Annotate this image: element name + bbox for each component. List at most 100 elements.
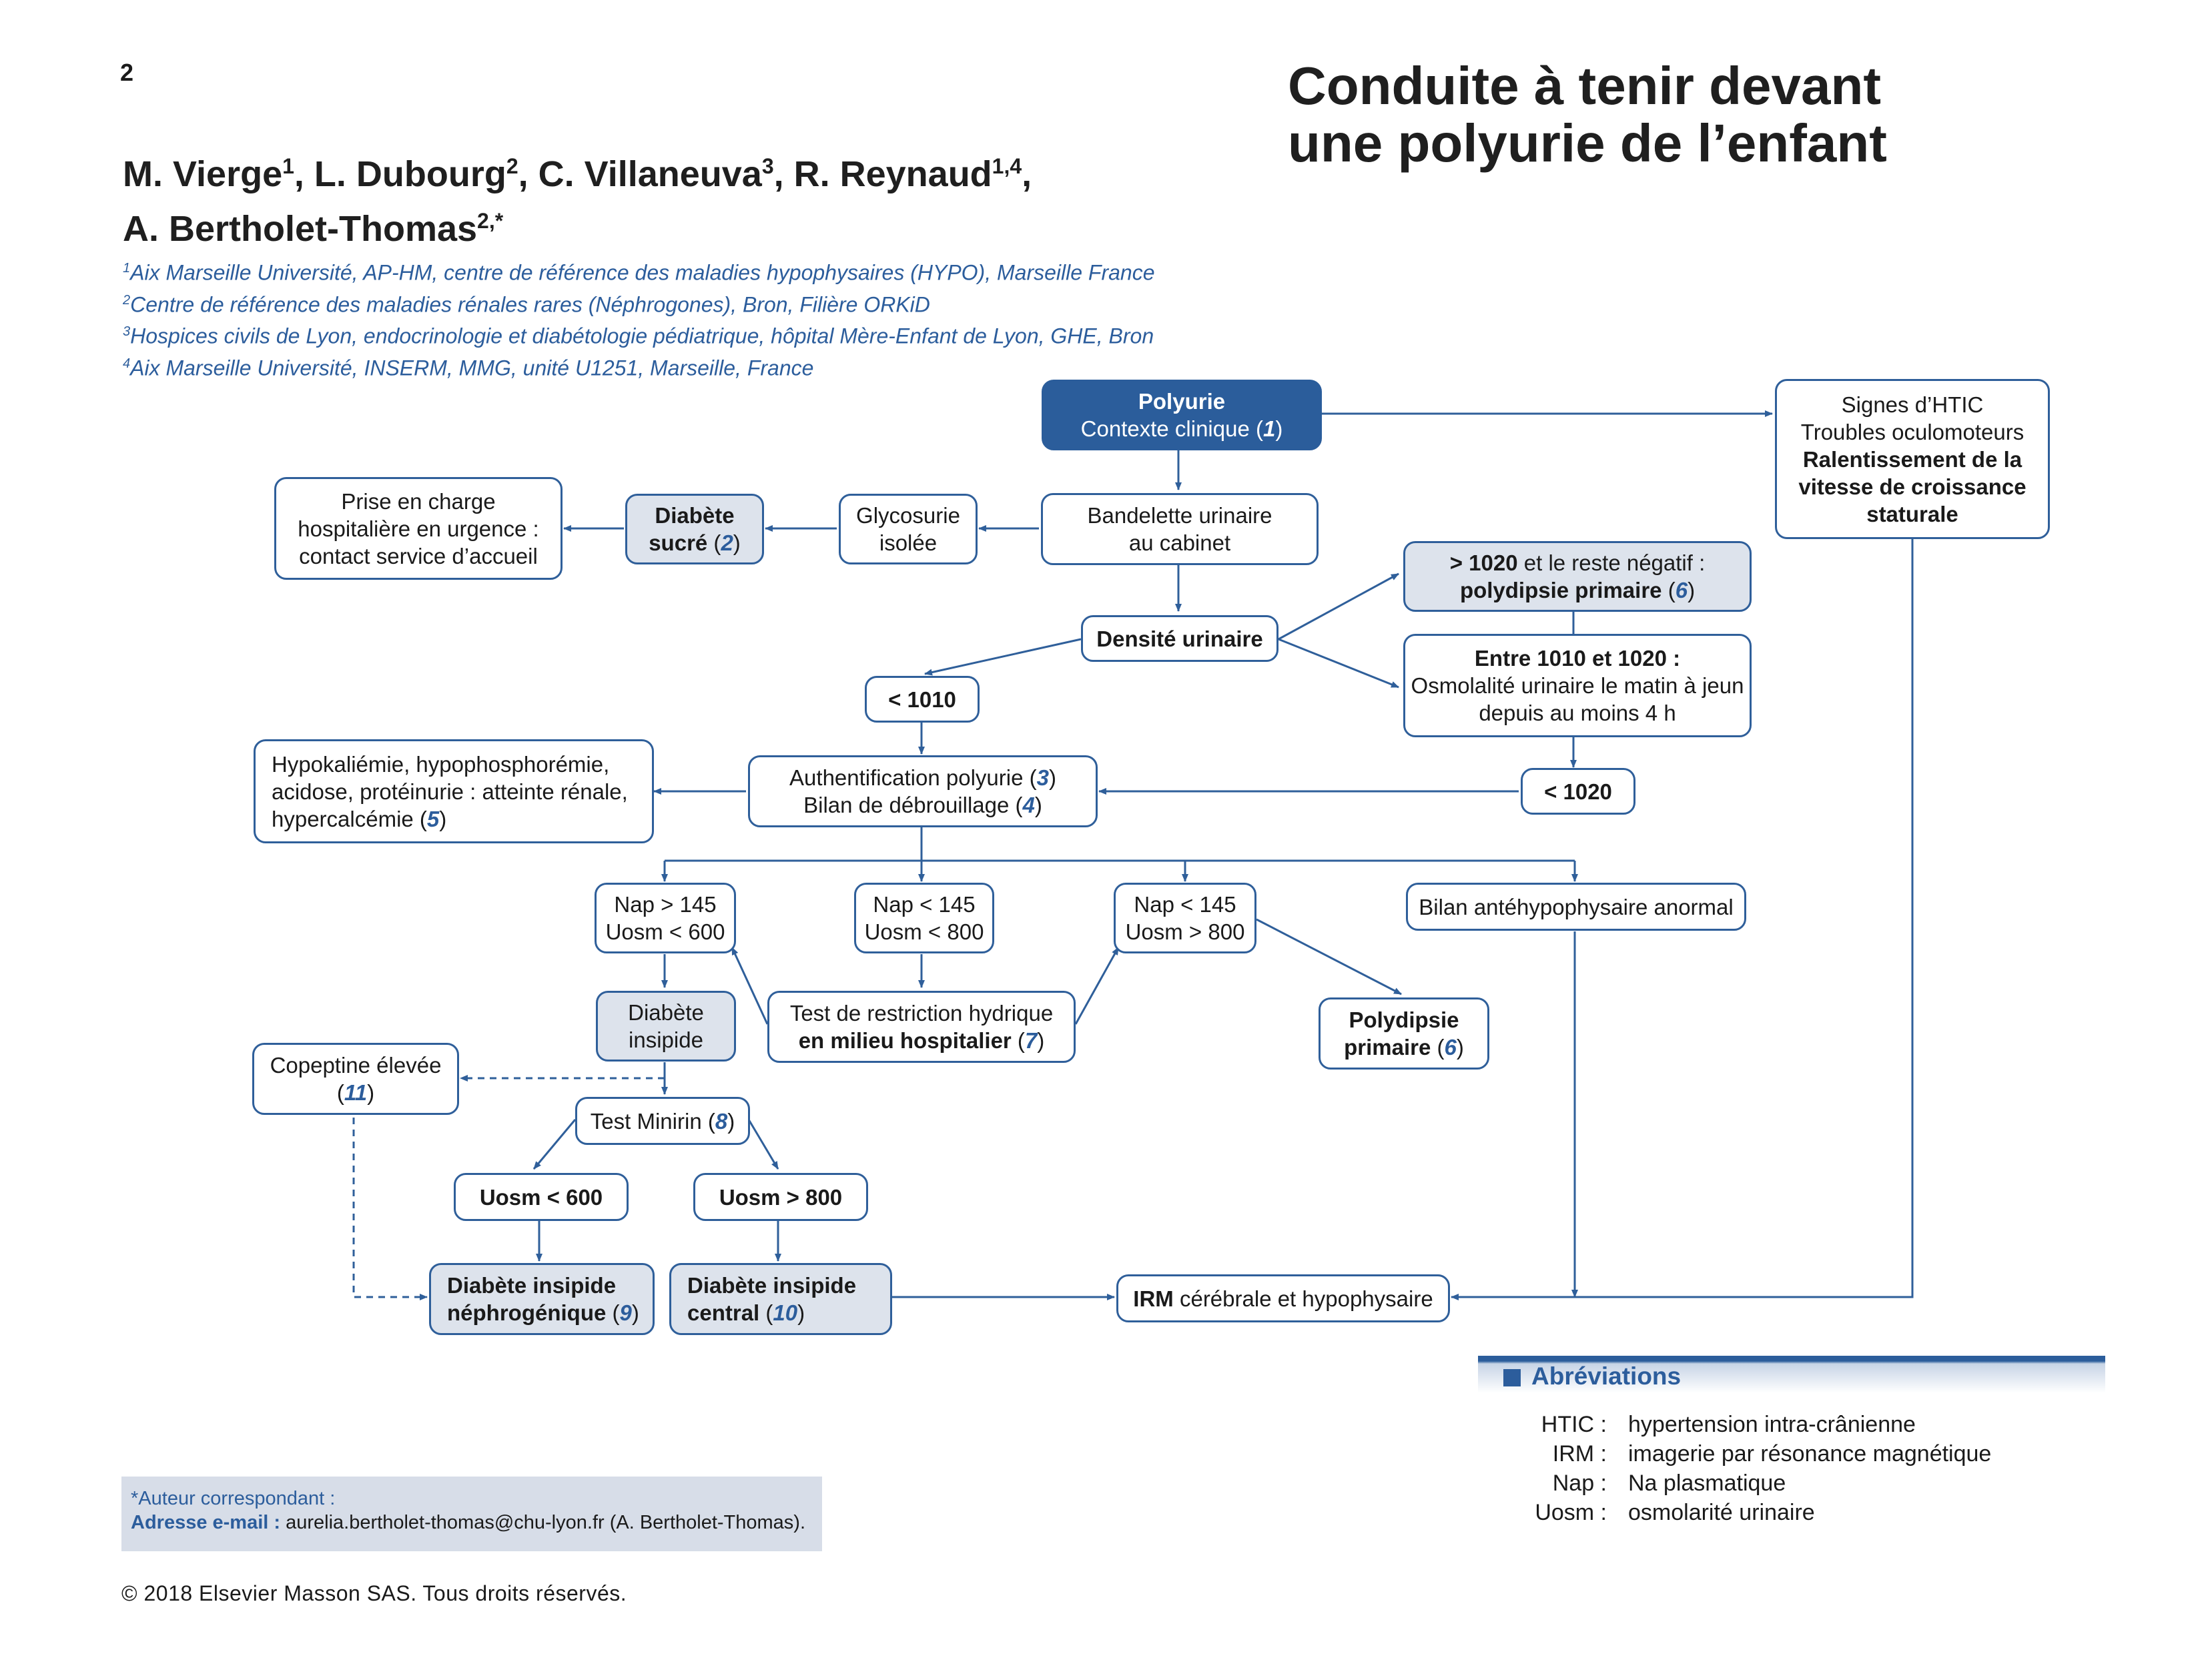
- abbreviation-key: HTIC :: [1541, 1412, 1607, 1437]
- ref-number: 1: [1262, 416, 1276, 441]
- abbreviation-row: IRM : imagerie par résonance magnétique: [1507, 1441, 1992, 1467]
- node-nap-gt145-uosm-lt600: Nap > 145 Uosm < 600: [595, 883, 736, 953]
- node-inf-1020: < 1020: [1521, 768, 1635, 815]
- prise-line3: contact service d’accueil: [299, 543, 538, 568]
- central-line2: central (10): [687, 1300, 805, 1325]
- title-line-1: Conduite à tenir devant: [1288, 56, 1881, 115]
- node-diabete-sucre: Diabète sucré (2): [625, 494, 764, 564]
- node-sup-1020: > 1020 et le reste négatif : polydipsie …: [1403, 541, 1752, 612]
- hypok-line1: Hypokaliémie, hypophosphorémie,: [272, 751, 610, 777]
- densite-label: Densité urinaire: [1096, 626, 1263, 651]
- author-3: , C. Villaneuva: [518, 154, 762, 194]
- ref-number: 9: [619, 1300, 632, 1325]
- diabete-sucre-line1: Diabète: [655, 503, 735, 528]
- affiliation-sup: 4: [123, 356, 131, 371]
- nap3-line1: Nap < 145: [1134, 892, 1236, 917]
- arrow-htic-irm: [1451, 539, 1914, 1300]
- node-prise-en-charge: Prise en charge hospitalière en urgence …: [274, 477, 563, 580]
- node-polyurie: Polyurie Contexte clinique (1): [1042, 380, 1322, 450]
- dashed-copeptine-nephro: [352, 1118, 428, 1300]
- copyright: © 2018 Elsevier Masson SAS. Tous droits …: [121, 1581, 627, 1605]
- node-inf-1010: < 1010: [865, 676, 980, 723]
- author-2: , L. Dubourg: [294, 154, 506, 194]
- di-line1: Diabète: [628, 1000, 704, 1025]
- email-label: Adresse e-mail :: [131, 1512, 281, 1533]
- affiliations: 1Aix Marseille Université, AP-HM, centre…: [123, 255, 1155, 382]
- email-address[interactable]: aurelia.bertholet-thomas@chu-lyon.fr (A.…: [280, 1512, 806, 1533]
- node-diabete-insipide: Diabète insipide: [596, 991, 736, 1062]
- arrow-test-nap1: [731, 947, 769, 1025]
- htic-line1: Signes d’HTIC: [1841, 392, 1984, 417]
- abbreviation-value: hypertension intra-crânienne: [1628, 1412, 1916, 1437]
- ref-number: 7: [1024, 1028, 1038, 1053]
- nap1-line1: Nap > 145: [614, 892, 717, 917]
- abbreviation-value: Na plasmatique: [1628, 1471, 1786, 1496]
- affiliation-sup: 1: [123, 261, 131, 276]
- entre-line1: Entre 1010 et 1020 :: [1474, 646, 1681, 671]
- auth-line2: Bilan de débrouillage (4): [803, 793, 1042, 817]
- ref-number: 8: [715, 1108, 728, 1134]
- inf1010-label: < 1010: [888, 687, 956, 712]
- node-entre-1010-1020: Entre 1010 et 1020 : Osmolalité urinaire…: [1403, 634, 1752, 737]
- node-irm: IRM cérébrale et hypophysaire: [1116, 1274, 1450, 1322]
- polyurie-title: Polyurie: [1138, 389, 1226, 414]
- arrow-minirin-uosm800: [747, 1119, 779, 1170]
- abbreviation-value: imagerie par résonance magnétique: [1628, 1441, 1992, 1467]
- di-line2: insipide: [629, 1027, 703, 1052]
- node-nap-lt145-uosm-lt800: Nap < 145 Uosm < 800: [854, 883, 994, 953]
- glycosurie-line1: Glycosurie: [856, 503, 960, 528]
- abbreviation-value: osmolarité urinaire: [1628, 1500, 1815, 1525]
- polydipsie-line1: Polydipsie: [1349, 1007, 1459, 1032]
- abbreviation-row: HTIC : hypertension intra-crânienne: [1507, 1412, 1916, 1438]
- minirin-label: Test Minirin (8): [590, 1108, 735, 1134]
- copeptine-line1: Copeptine élevée: [270, 1053, 442, 1078]
- affiliation-text: Aix Marseille Université, AP-HM, centre …: [130, 260, 1155, 285]
- affiliation-sup: 2: [123, 292, 131, 308]
- node-hypokaliemie: Hypokaliémie, hypophosphorémie, acidose,…: [254, 739, 654, 843]
- arrow-densite-inf1010: [924, 638, 1082, 676]
- prise-line1: Prise en charge: [341, 488, 496, 514]
- square-bullet-icon: [1503, 1369, 1521, 1386]
- irm-label: IRM cérébrale et hypophysaire: [1133, 1286, 1433, 1311]
- node-di-nephrogenique: Diabète insipide néphrogénique (9): [429, 1263, 655, 1335]
- node-htic: Signes d’HTIC Troubles oculomoteurs Rale…: [1775, 379, 2050, 539]
- sup1020-line2: polydipsie primaire (6): [1459, 578, 1696, 602]
- affiliation-2: 2Centre de référence des maladies rénale…: [123, 287, 1155, 319]
- affiliation-1: 1Aix Marseille Université, AP-HM, centre…: [123, 255, 1155, 287]
- ref-number: 4: [1022, 793, 1035, 817]
- test-line2: en milieu hospitalier (7): [798, 1028, 1045, 1053]
- title-line-2: une polyurie de l’enfant: [1288, 113, 1887, 173]
- node-glycosurie: Glycosurie isolée: [839, 494, 978, 564]
- ref-number: 6: [1675, 578, 1688, 602]
- node-bilan-antehypophysaire: Bilan antéhypophysaire anormal: [1406, 883, 1746, 931]
- hypok-line2: acidose, protéinurie : atteinte rénale,: [272, 779, 628, 804]
- affiliation-sup: 3: [123, 324, 131, 340]
- nap2-line2: Uosm < 800: [864, 919, 984, 944]
- affiliation-text: Aix Marseille Université, INSERM, MMG, u…: [130, 356, 814, 380]
- author-2-sup: 2: [506, 154, 518, 178]
- abbreviations-title: Abréviations: [1531, 1362, 1682, 1390]
- entre-line3: depuis au moins 4 h: [1479, 701, 1676, 725]
- test-line1: Test de restriction hydrique: [789, 1001, 1054, 1025]
- polyurie-subtitle: Contexte clinique (1): [1080, 416, 1283, 441]
- nap3-line2: Uosm > 800: [1125, 919, 1245, 944]
- node-bandelette: Bandelette urinaire au cabinet: [1041, 493, 1319, 565]
- central-line1: Diabète insipide: [687, 1273, 857, 1298]
- uosm800-label: Uosm > 800: [719, 1184, 843, 1210]
- glycosurie-line2: isolée: [879, 530, 938, 555]
- nephro-line1: Diabète insipide: [447, 1273, 617, 1298]
- author-4-comma: ,: [1022, 154, 1032, 194]
- affiliation-text: Centre de référence des maladies rénales…: [130, 292, 930, 317]
- arrow-nap3-polydipsie: [1256, 918, 1402, 995]
- node-copeptine: Copeptine élevée (11): [252, 1043, 459, 1115]
- node-test-minirin: Test Minirin (8): [575, 1097, 750, 1145]
- author-5: A. Bertholet-Thomas: [123, 209, 478, 249]
- entre-line2: Osmolalité urinaire le matin à jeun: [1411, 673, 1744, 698]
- htic-line5: staturale: [1866, 501, 1958, 526]
- page-number: 2: [120, 59, 134, 86]
- ref-number: 2: [721, 530, 733, 555]
- author-5-sup: 2,*: [477, 209, 504, 233]
- node-uosm-gt800: Uosm > 800: [693, 1173, 868, 1221]
- bilan-label: Bilan antéhypophysaire anormal: [1419, 894, 1734, 919]
